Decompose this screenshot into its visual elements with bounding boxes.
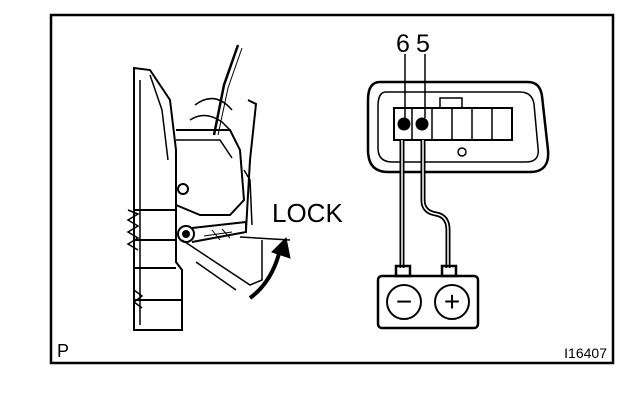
positive-symbol: + [444,286,460,317]
lock-label: LOCK [272,198,343,228]
battery [376,264,480,330]
connector-latch [439,97,463,109]
pin-6-label: 6 [396,30,410,58]
corner-label: P [57,341,69,361]
lock-lever-pivot [177,225,195,243]
battery-positive-terminal [434,284,470,320]
battery-negative-terminal [386,284,422,320]
wire-pin-5-positive [420,140,451,268]
lock-body [175,129,246,216]
pin-5-label: 5 [416,30,430,58]
connector-housing [366,80,550,174]
figure-frame [49,13,615,365]
linkage-rod-upper [212,44,240,136]
door-panel-edge [133,66,183,331]
fastener-hole [177,183,189,195]
linkage-rod-right [245,99,258,231]
negative-symbol: − [396,286,412,317]
lock-direction-arrow [248,249,282,300]
lock-lever [191,220,247,243]
terminal-6 [397,117,411,131]
terminal-5 [415,117,429,131]
door-lock-assembly [126,44,291,331]
rotation-reference-line [239,236,291,241]
figure-id: I16407 [564,345,607,361]
battery-case [376,274,480,330]
lock-arrowhead [271,236,291,259]
connector-assembly [366,54,550,268]
